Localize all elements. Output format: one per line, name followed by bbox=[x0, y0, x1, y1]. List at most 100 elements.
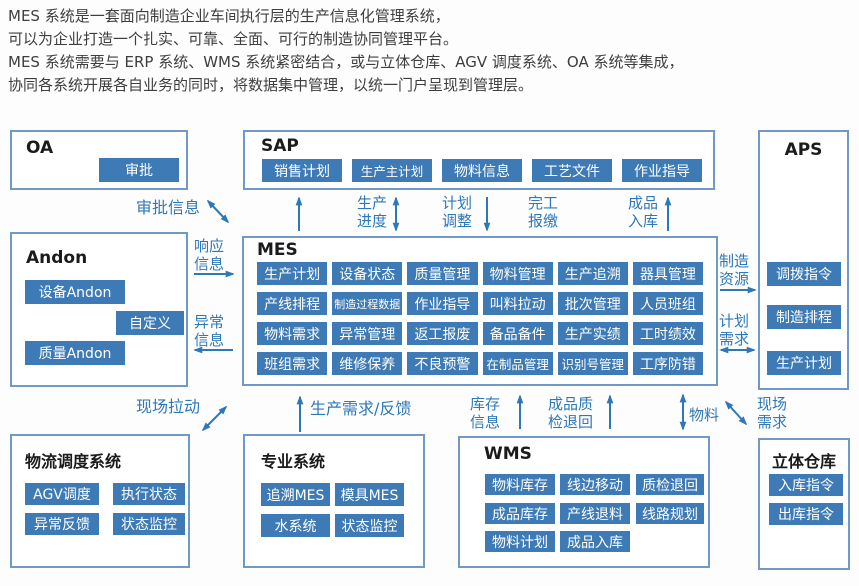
mes-row-4: 班组需求 维修保养 不良预警 在制品管理 识别号管理 工序防错 bbox=[257, 352, 704, 375]
flow-approval-info: 审批信息 bbox=[136, 198, 201, 217]
mes-title: MES bbox=[257, 240, 298, 260]
logistics-exception: 异常反馈 bbox=[25, 513, 99, 535]
aps-mfg-schedule: 制造排程 bbox=[767, 305, 841, 329]
mes-quality-mgmt: 质量管理 bbox=[407, 262, 478, 285]
specialized-trace-mes: 追溯MES bbox=[261, 483, 330, 506]
mes-process-data: 制造过程数据 bbox=[332, 292, 403, 315]
wms-box: WMS 物料库存 线边移动 质检退回 成品库存 产线退料 线路规划 物料计划 成… bbox=[458, 436, 710, 568]
flow-plan-adjust: 计划调整 bbox=[442, 194, 473, 230]
flow-finished-inbound: 成品入库 bbox=[628, 194, 659, 230]
andon-box: Andon 设备Andon 自定义 质量Andon bbox=[10, 232, 188, 387]
mes-prod-plan: 生产计划 bbox=[257, 262, 328, 285]
andon-title: Andon bbox=[26, 248, 88, 268]
mes-equip-status: 设备状态 bbox=[332, 262, 403, 285]
oa-approve-button: 审批 bbox=[99, 158, 179, 182]
andon-custom: 自定义 bbox=[116, 311, 184, 335]
mes-process-poka-yoke: 工序防错 bbox=[632, 352, 704, 375]
mes-personnel-team: 人员班组 bbox=[632, 292, 704, 315]
intro-line-2: 可以为企业打造一个扎实、可靠、全面、可行的制造协同管理平台。 bbox=[8, 30, 459, 48]
logistics-exec-status: 执行状态 bbox=[113, 483, 185, 505]
warehouse-outbound-order: 出库指令 bbox=[769, 503, 843, 525]
specialized-water-system: 水系统 bbox=[261, 514, 330, 537]
mes-work-instruction: 作业指导 bbox=[407, 292, 478, 315]
mes-row-1: 生产计划 设备状态 质量管理 物料管理 生产追溯 器具管理 bbox=[257, 262, 704, 285]
wms-route-plan: 线路规划 bbox=[636, 503, 704, 524]
sap-sales-plan: 销售计划 bbox=[262, 159, 342, 182]
intro-paragraph: MES 系统是一套面向制造企业车间执行层的生产信息化管理系统， 可以为企业打造一… bbox=[8, 5, 683, 97]
flow-site-demand: 现场需求 bbox=[757, 395, 788, 431]
andon-equipment: 设备Andon bbox=[25, 280, 125, 304]
mes-exception-mgmt: 异常管理 bbox=[332, 322, 403, 345]
mes-batch-mgmt: 批次管理 bbox=[557, 292, 628, 315]
specialized-mold-mes: 模具MES bbox=[335, 483, 404, 506]
flow-exception-info: 异常信息 bbox=[194, 313, 225, 349]
flow-finished-qc-return: 成品质检退回 bbox=[548, 395, 594, 431]
mes-box: MES 生产计划 设备状态 质量管理 物料管理 生产追溯 器具管理 产线排程 制… bbox=[242, 236, 718, 386]
mes-material-demand: 物料需求 bbox=[257, 322, 328, 345]
warehouse-title: 立体仓库 bbox=[771, 452, 836, 471]
wms-qc-return: 质检退回 bbox=[636, 474, 704, 495]
specialized-box: 专业系统 追溯MES 模具MES 水系统 状态监控 bbox=[243, 434, 425, 568]
mes-team-demand: 班组需求 bbox=[257, 352, 328, 375]
sap-work-instruction: 作业指导 bbox=[622, 159, 702, 182]
intro-line-1: MES 系统是一套面向制造企业车间执行层的生产信息化管理系统， bbox=[8, 7, 450, 25]
mes-labor-performance: 工时绩效 bbox=[632, 322, 704, 345]
mes-row-3: 物料需求 异常管理 返工报废 备品备件 生产实绩 工时绩效 bbox=[257, 322, 704, 345]
oa-title: OA bbox=[26, 138, 54, 158]
logistics-agv: AGV调度 bbox=[25, 483, 99, 505]
andon-quality: 质量Andon bbox=[25, 341, 125, 365]
mes-defect-warning: 不良预警 bbox=[407, 352, 478, 375]
sap-buttons-row: 销售计划 生产主计划 物料信息 工艺文件 作业指导 bbox=[262, 159, 702, 182]
aps-prod-plan: 生产计划 bbox=[767, 351, 841, 375]
flow-response-info: 响应信息 bbox=[194, 237, 225, 273]
arrow-site-demand bbox=[724, 400, 748, 426]
mes-spare-parts: 备品备件 bbox=[482, 322, 553, 345]
oa-box: OA 审批 bbox=[10, 130, 188, 190]
aps-box: APS 调拨指令 制造排程 生产计划 bbox=[758, 130, 849, 390]
wms-finished-inbound: 成品入库 bbox=[560, 531, 630, 552]
flow-material: 物料 bbox=[689, 406, 720, 424]
wms-line-return: 产线退料 bbox=[560, 503, 630, 524]
mes-line-schedule: 产线排程 bbox=[257, 292, 328, 315]
warehouse-box: 立体仓库 入库指令 出库指令 bbox=[758, 438, 850, 570]
mes-rework-scrap: 返工报废 bbox=[407, 322, 478, 345]
sap-master-plan: 生产主计划 bbox=[352, 159, 432, 182]
flow-prod-demand-feedback: 生产需求/反馈 bbox=[310, 399, 412, 418]
warehouse-inbound-order: 入库指令 bbox=[769, 474, 843, 496]
wms-title: WMS bbox=[484, 444, 532, 464]
logistics-box: 物流调度系统 AGV调度 执行状态 异常反馈 状态监控 bbox=[10, 434, 190, 568]
mes-material-call: 叫料拉动 bbox=[482, 292, 553, 315]
wms-material-stock: 物料库存 bbox=[485, 474, 555, 495]
wms-material-plan: 物料计划 bbox=[485, 531, 555, 552]
intro-line-3: MES 系统需要与 ERP 系统、WMS 系统紧密结合，或与立体仓库、AGV 调… bbox=[8, 53, 684, 71]
flow-completion-report: 完工报缴 bbox=[528, 194, 559, 230]
intro-line-4: 协同各系统开展各自业务的同时，将数据集中管理，以统一门户呈现到管理层。 bbox=[8, 76, 534, 94]
wms-finished-stock: 成品库存 bbox=[485, 503, 555, 524]
flow-site-pull: 现场拉动 bbox=[136, 397, 201, 416]
arrow-site-pull bbox=[201, 405, 228, 432]
mes-tool-mgmt: 器具管理 bbox=[632, 262, 704, 285]
specialized-monitor: 状态监控 bbox=[335, 514, 404, 537]
aps-title: APS bbox=[784, 140, 823, 160]
mes-prod-actual: 生产实绩 bbox=[557, 322, 628, 345]
arrow-approval-info bbox=[206, 199, 230, 224]
logistics-monitor: 状态监控 bbox=[113, 513, 185, 535]
aps-transfer-order: 调拨指令 bbox=[767, 262, 841, 286]
sap-material-info: 物料信息 bbox=[442, 159, 522, 182]
flow-plan-demand: 计划需求 bbox=[719, 312, 750, 348]
flow-inventory-info: 库存信息 bbox=[470, 395, 501, 431]
flow-prod-progress: 生产进度 bbox=[357, 194, 388, 230]
logistics-title: 物流调度系统 bbox=[25, 452, 122, 471]
mes-id-mgmt: 识别号管理 bbox=[557, 352, 628, 375]
mes-wip-mgmt: 在制品管理 bbox=[482, 352, 553, 375]
mes-material-mgmt: 物料管理 bbox=[482, 262, 553, 285]
mes-prod-trace: 生产追溯 bbox=[557, 262, 628, 285]
mes-row-2: 产线排程 制造过程数据 作业指导 叫料拉动 批次管理 人员班组 bbox=[257, 292, 704, 315]
sap-box: SAP 销售计划 生产主计划 物料信息 工艺文件 作业指导 bbox=[243, 130, 715, 190]
wms-lineside-move: 线边移动 bbox=[560, 474, 630, 495]
sap-title: SAP bbox=[261, 136, 299, 156]
sap-process-file: 工艺文件 bbox=[532, 159, 612, 182]
specialized-title: 专业系统 bbox=[261, 452, 326, 471]
flow-mfg-resource: 制造资源 bbox=[719, 252, 750, 288]
